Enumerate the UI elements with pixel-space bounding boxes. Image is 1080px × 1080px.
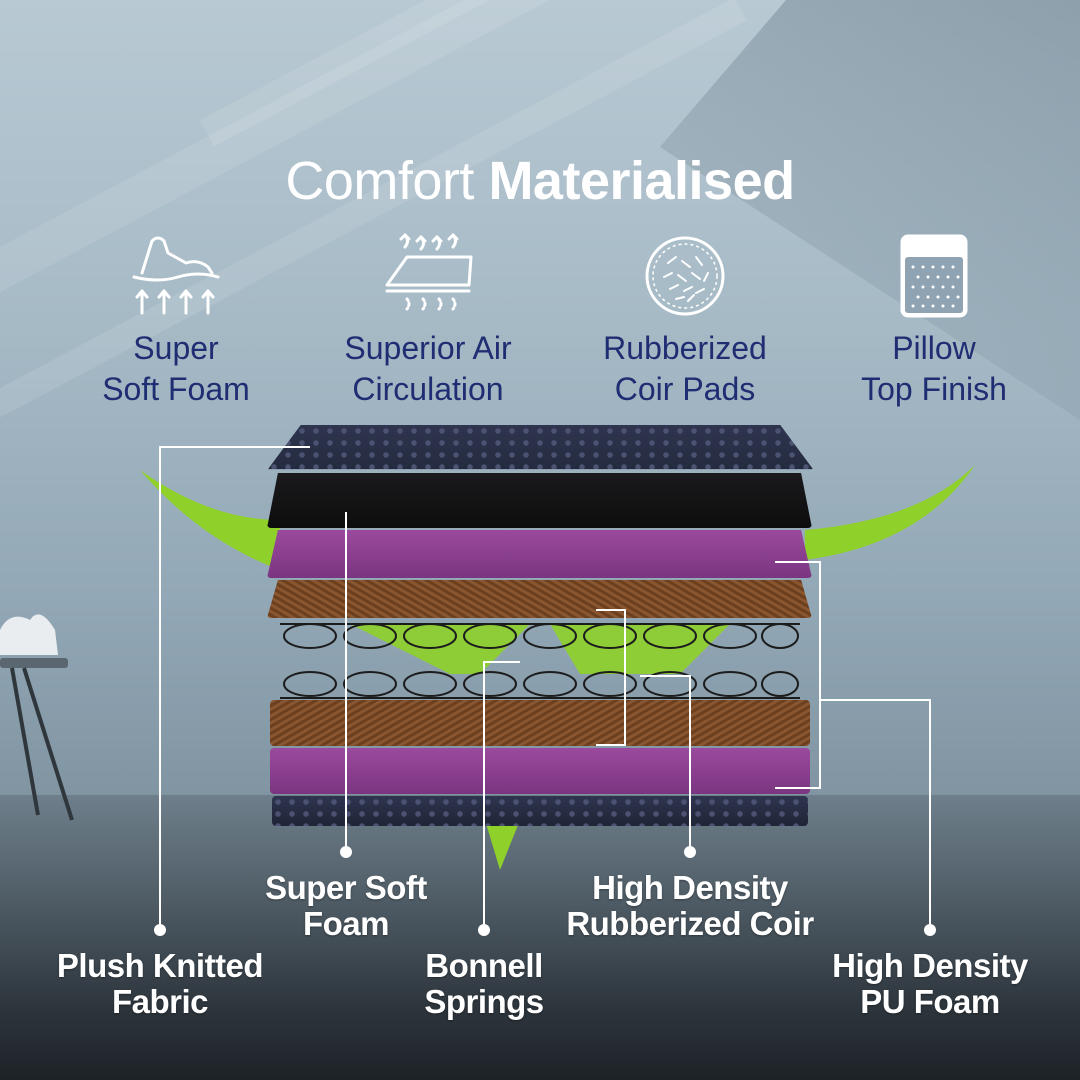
page-title: Comfort Materialised [0, 150, 1080, 212]
recliner-foam-icon [132, 236, 220, 315]
feature-label: Superior Air Circulation [344, 330, 512, 407]
floor [0, 795, 1080, 1080]
feature-coir-pads: Rubberized Coir Pads [575, 232, 795, 410]
callout-super-soft-foam: Super Soft Foam [265, 869, 427, 942]
feature-pillow-top: Pillow Top Finish [824, 232, 1044, 410]
coir-pad-icon [645, 236, 725, 316]
callout-bonnell-springs: Bonnell Springs [424, 947, 544, 1020]
feature-label: Pillow Top Finish [861, 330, 1007, 407]
feature-air-circulation: Superior Air Circulation [318, 232, 538, 410]
feature-label: Rubberized Coir Pads [603, 330, 767, 407]
side-table-image [0, 614, 74, 821]
pillow-top-icon [900, 234, 968, 318]
feature-super-soft-foam: Super Soft Foam [66, 232, 286, 410]
callout-plush-knitted-fabric: Plush Knitted Fabric [56, 947, 264, 1020]
callout-high-density-pu-foam: High Density PU Foam [832, 947, 1028, 1020]
title-bold: Materialised [488, 151, 795, 211]
title-regular: Comfort [285, 151, 474, 211]
feature-label: Super Soft Foam [102, 330, 250, 407]
air-circulation-icon [385, 233, 473, 311]
callout-high-density-rubberized-coir: High Density Rubberized Coir [566, 869, 814, 942]
